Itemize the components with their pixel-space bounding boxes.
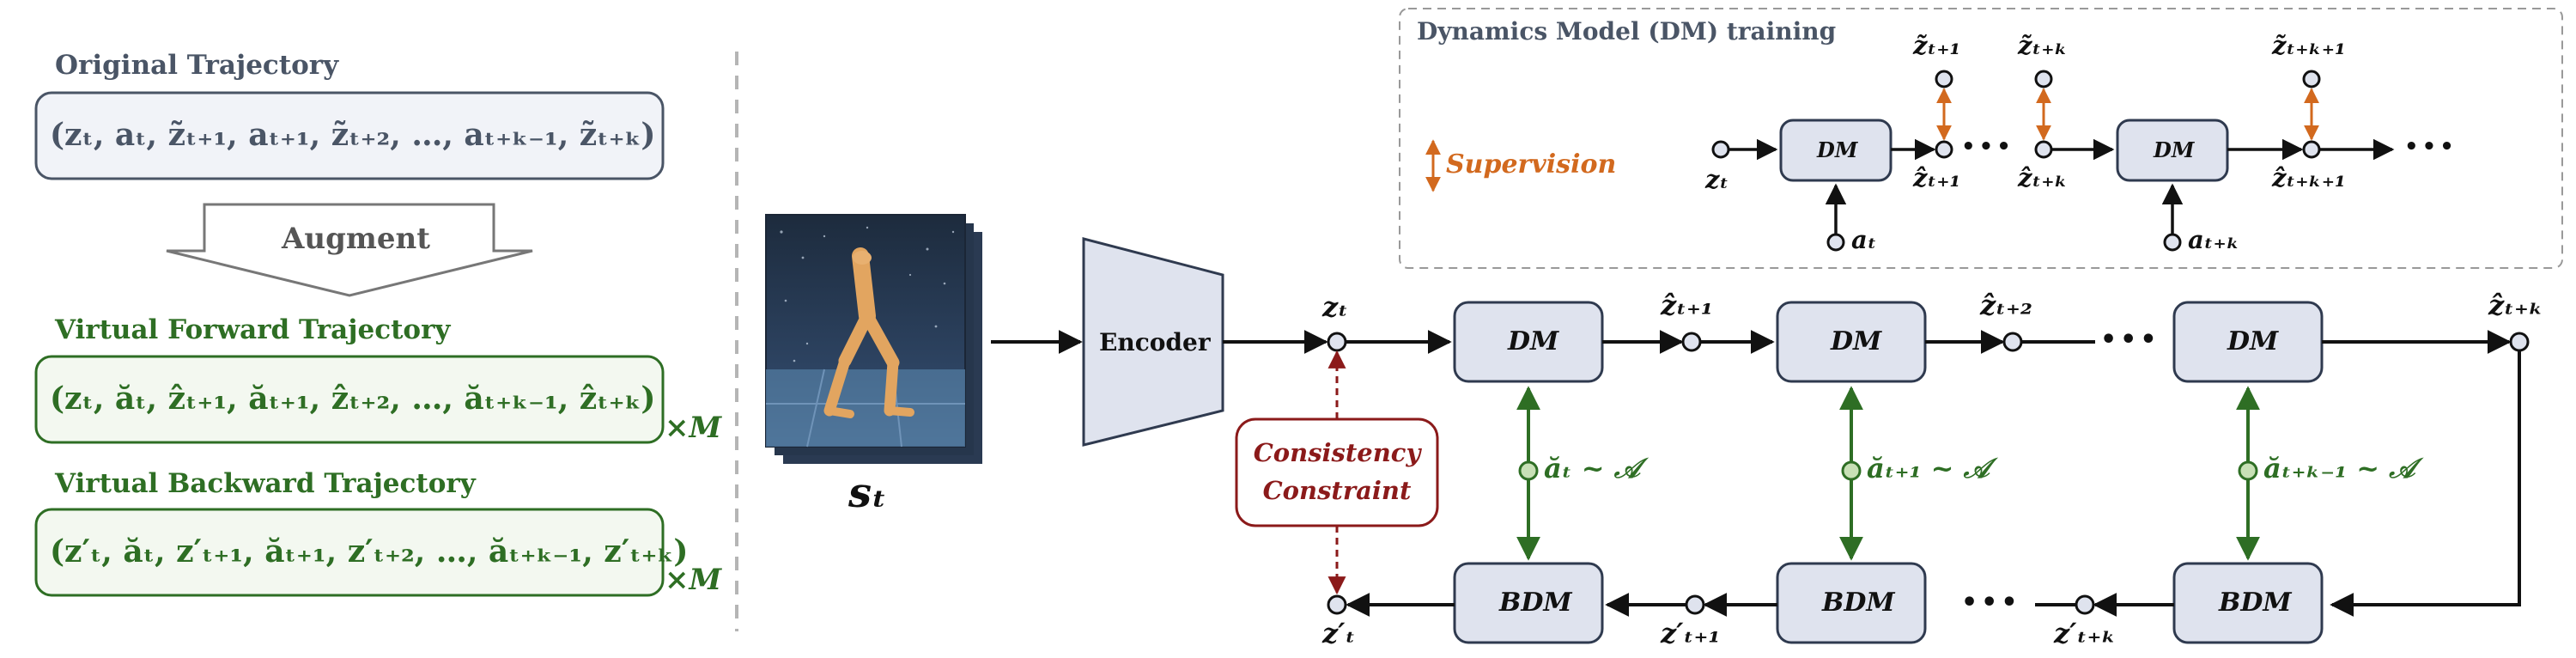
action-node bbox=[1841, 460, 1862, 481]
node-z-prime-tk bbox=[2075, 594, 2095, 615]
encoder-label: Encoder bbox=[1099, 328, 1211, 356]
inset-pred-t1: ẑₜ₊₁ bbox=[1913, 163, 1961, 192]
backward-bdm-label: BDM bbox=[1499, 588, 1572, 618]
inset-ellipsis-2: ••• bbox=[2404, 134, 2458, 160]
node-z-hat-tk bbox=[2509, 332, 2530, 352]
backward-multiplier: ×M bbox=[665, 563, 722, 597]
inset-target-tk: z̃ₜ₊ₖ bbox=[2018, 31, 2068, 60]
forward-dm-label: DM bbox=[1831, 326, 1882, 356]
z-prime-t1-label: z′ₜ₊₁ bbox=[1661, 617, 1721, 649]
backward-ellipsis: ••• bbox=[1961, 588, 2021, 618]
inset-a-tk-label: aₜ₊ₖ bbox=[2188, 225, 2240, 254]
observation-image bbox=[765, 214, 982, 464]
z-prime-t-label: z′ₜ bbox=[1322, 617, 1356, 649]
encoder-block bbox=[1082, 237, 1224, 447]
action-node bbox=[1518, 460, 1539, 481]
node-z-prime-t bbox=[1327, 594, 1347, 615]
node-z-hat-t1 bbox=[1681, 332, 1702, 352]
inset-target-tk1: z̃ₜ₊ₖ₊₁ bbox=[2272, 31, 2346, 60]
inset-a-t-label: aₜ bbox=[1851, 225, 1877, 254]
forward-ellipsis: ••• bbox=[2100, 325, 2160, 355]
virtual-forward-box bbox=[34, 355, 665, 444]
z-prime-tk-label: z′ₜ₊ₖ bbox=[2054, 617, 2117, 649]
action-node bbox=[2238, 460, 2258, 481]
original-trajectory-sequence: (zₜ, aₜ, z̃ₜ₊₁, aₜ₊₁, z̃ₜ₊₂, …, aₜ₊ₖ₋₁, … bbox=[50, 117, 656, 153]
node-z-prime-t1 bbox=[1685, 594, 1705, 615]
action-label-t1: ăₜ₊₁ ~ 𝒜 bbox=[1867, 452, 1990, 484]
virtual-forward-title: Virtual Forward Trajectory bbox=[55, 314, 451, 345]
consistency-constraint-box bbox=[1235, 417, 1439, 527]
consistency-label-line1: Consistency bbox=[1253, 438, 1421, 467]
augment-arrow bbox=[166, 203, 533, 297]
supervision-label: Supervision bbox=[1446, 149, 1617, 180]
backward-bdm-label: BDM bbox=[2219, 588, 2292, 618]
dm-training-inset bbox=[1399, 8, 2563, 269]
original-trajectory-box bbox=[34, 91, 665, 180]
virtual-backward-box bbox=[34, 508, 665, 597]
inset-pred-tk: ẑₜ₊ₖ bbox=[2018, 163, 2068, 192]
action-label-tk: ăₜ₊ₖ₋₁ ~ 𝒜 bbox=[2263, 452, 2415, 484]
forward-dm-label: DM bbox=[1508, 326, 1559, 356]
node-z-hat-t2 bbox=[2002, 332, 2023, 352]
original-trajectory-title: Original Trajectory bbox=[55, 50, 339, 81]
inset-ellipsis-1: ••• bbox=[1961, 134, 2014, 160]
consistency-label-line2: Constraint bbox=[1262, 476, 1412, 505]
inset-target-t1: z̃ₜ₊₁ bbox=[1913, 31, 1961, 60]
inset-z-t-label: zₜ bbox=[1705, 165, 1729, 194]
node-z-t bbox=[1327, 332, 1347, 352]
inset-dm-label: DM bbox=[1817, 137, 1858, 162]
forward-dm-label: DM bbox=[2227, 326, 2279, 356]
z-hat-tk-label: ẑₜ₊ₖ bbox=[2488, 289, 2543, 321]
inset-title: Dynamics Model (DM) training bbox=[1417, 17, 1837, 46]
action-label-t: ăₜ ~ 𝒜 bbox=[1544, 452, 1640, 484]
virtual-backward-sequence: (z′ₜ, ăₜ, z′ₜ₊₁, ăₜ₊₁, z′ₜ₊₂, …, ăₜ₊ₖ₋₁,… bbox=[50, 533, 689, 570]
backward-bdm-label: BDM bbox=[1822, 588, 1895, 618]
z-t-label: zₜ bbox=[1322, 290, 1349, 323]
virtual-forward-sequence: (zₜ, ăₜ, ẑₜ₊₁, ăₜ₊₁, ẑₜ₊₂, …, ăₜ₊ₖ₋₁, ẑₜ… bbox=[50, 381, 656, 417]
z-hat-t2-label: ẑₜ₊₂ bbox=[1980, 289, 2032, 321]
inset-pred-tk1: ẑₜ₊ₖ₊₁ bbox=[2272, 163, 2346, 192]
virtual-backward-title: Virtual Backward Trajectory bbox=[55, 468, 476, 499]
augment-label: Augment bbox=[282, 222, 430, 256]
z-hat-t1-label: ẑₜ₊₁ bbox=[1661, 289, 1713, 321]
input-state-label: sₜ bbox=[848, 469, 887, 517]
forward-multiplier: ×M bbox=[665, 411, 722, 445]
inset-dm-label: DM bbox=[2154, 137, 2195, 162]
